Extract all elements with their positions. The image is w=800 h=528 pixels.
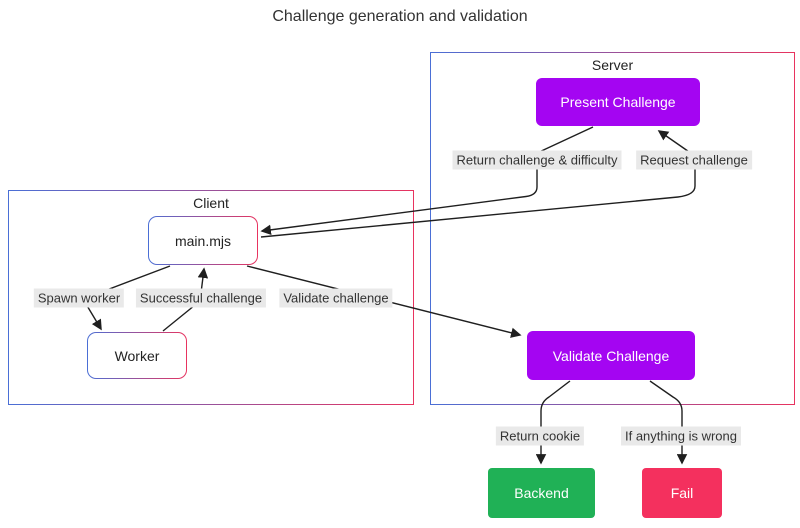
diagram-title: Challenge generation and validation [272, 8, 528, 25]
edge-label-successful-challenge: Successful challenge [135, 288, 267, 308]
edge-label-return-challenge: Return challenge & difficulty [452, 150, 622, 170]
server-container-label: Server [591, 57, 634, 73]
edge-request-challenge-line [260, 130, 696, 238]
client-container-label: Client [193, 195, 229, 211]
node-fail: Fail [642, 468, 722, 518]
node-present-challenge: Present Challenge [536, 78, 700, 126]
edge-label-if-anything-is-wrong: If anything is wrong [620, 426, 742, 446]
edge-label-return-cookie: Return cookie [495, 426, 585, 446]
edge-label-spawn-worker: Spawn worker [33, 288, 125, 308]
edge-if-wrong-line [649, 380, 688, 465]
edge-label-request-challenge: Request challenge [636, 150, 752, 170]
node-backend: Backend [488, 468, 595, 518]
edge-return-cookie-line [535, 380, 571, 465]
edge-label-validate-challenge: Validate challenge [279, 288, 393, 308]
node-validate-challenge: Validate Challenge [527, 331, 695, 380]
edge-return-challenge-line [260, 126, 594, 236]
node-worker: Worker [87, 332, 187, 379]
node-main-mjs: main.mjs [148, 216, 258, 265]
